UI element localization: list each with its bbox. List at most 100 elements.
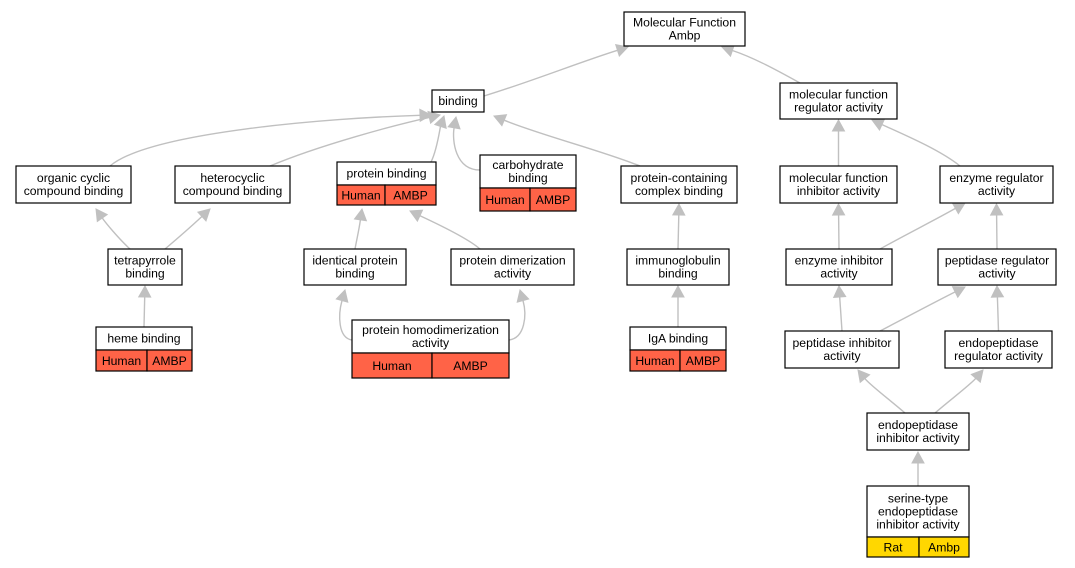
node-label-line: regulator activity — [954, 349, 1044, 363]
arrowhead-epia-to-epra — [970, 369, 984, 384]
arrowhead-bind-to-mf — [614, 43, 629, 57]
gene-cell — [679, 349, 727, 372]
node-label-line: activity — [978, 267, 1016, 281]
edge-tb-to-hcb — [164, 215, 203, 250]
arrowhead-igab-to-igb — [671, 284, 685, 298]
species-cell-label: Human — [102, 354, 141, 368]
edge-epia-to-epra — [934, 377, 977, 414]
node-box — [866, 485, 970, 538]
node-box — [351, 319, 510, 354]
node-box — [303, 248, 407, 286]
node-box — [174, 165, 291, 204]
edge-pda-to-pb — [419, 215, 481, 250]
edge-bind-to-mf — [483, 49, 618, 97]
node-label-line: binding — [658, 267, 697, 281]
node-label-line: peptidase regulator — [945, 254, 1049, 268]
species-cell-label: Human — [485, 193, 524, 207]
arrowhead-epra-to-pra — [990, 284, 1005, 298]
node-label-line: molecular function — [789, 88, 888, 102]
go-term-node-bind[interactable]: binding — [431, 89, 485, 113]
node-box — [431, 89, 485, 113]
node-label-line: binding — [508, 171, 547, 185]
arrowhead-phda-to-pda — [516, 288, 530, 303]
arrowhead-pra-to-era — [989, 202, 1004, 216]
edge-pb-to-bind — [430, 126, 442, 163]
node-box — [866, 412, 970, 451]
node-label-line: inhibitor activity — [876, 431, 960, 445]
node-label-line: Ambp — [669, 29, 701, 43]
arrowhead-pia-to-eia — [832, 284, 847, 298]
arrowhead-ipb-to-pb — [353, 207, 368, 222]
arrowhead-epia-to-pia — [857, 369, 871, 384]
node-label-line: endopeptidase — [959, 336, 1039, 350]
gene-cell — [146, 349, 193, 372]
node-label-line: endopeptidase — [878, 418, 958, 432]
edge-epia-to-pia — [864, 378, 906, 414]
node-label-line: carbohydrate — [492, 158, 563, 172]
gene-cell-label: AMBP — [393, 189, 428, 203]
node-label-line: immunoglobulin — [635, 254, 720, 268]
species-cell — [351, 352, 433, 379]
arrowhead-phda-to-ipb — [335, 288, 349, 303]
arrowhead-step-to-epia — [911, 450, 925, 464]
node-box — [620, 165, 738, 204]
arrowhead-igb-to-pccb — [671, 202, 686, 216]
arrowhead-hb-to-tb — [137, 284, 152, 298]
edge-mfra-to-mf — [732, 49, 801, 84]
node-label-line: organic cyclic — [37, 171, 110, 185]
node-box — [944, 330, 1053, 369]
node-box — [785, 248, 893, 286]
gene-cell-label: AMBP — [536, 193, 571, 207]
node-label-line: endopeptidase — [878, 505, 958, 519]
gene-cell-label: AMBP — [453, 359, 488, 373]
arrowhead-cb-to-bind — [447, 115, 461, 130]
arrowhead-eia-to-mfia — [831, 202, 846, 216]
node-label-line: complex binding — [635, 184, 723, 198]
node-label-line: activity — [412, 336, 450, 350]
node-label-line: inhibitor activity — [797, 184, 881, 198]
edge-phda-to-pda — [508, 300, 526, 341]
gene-cell-label: AMBP — [686, 354, 721, 368]
edge-era-to-mfra — [881, 123, 961, 167]
node-label-line: inhibitor activity — [876, 518, 960, 532]
edge-pccb-to-bind — [503, 119, 641, 167]
node-label-line: protein binding — [347, 167, 427, 181]
node-label-line: activity — [494, 267, 532, 281]
edge-igb-to-pccb — [677, 214, 680, 250]
node-label-line: binding — [335, 267, 374, 281]
node-label-line: peptidase inhibitor — [793, 336, 892, 350]
edge-cb-to-bind — [452, 127, 481, 171]
arrowhead-tb-to-hcb — [196, 208, 211, 222]
edge-ocb-to-bind — [109, 114, 421, 167]
edge-epra-to-pra — [996, 296, 1000, 332]
node-label-line: compound binding — [24, 184, 124, 198]
node-box — [15, 165, 132, 204]
node-label-line: activity — [823, 349, 861, 363]
arrowhead-mfia-to-mfra — [831, 118, 846, 132]
edge-hb-to-tb — [143, 296, 146, 328]
node-label-line: protein homodimerization — [362, 323, 499, 337]
species-cell-label: Human — [372, 359, 411, 373]
